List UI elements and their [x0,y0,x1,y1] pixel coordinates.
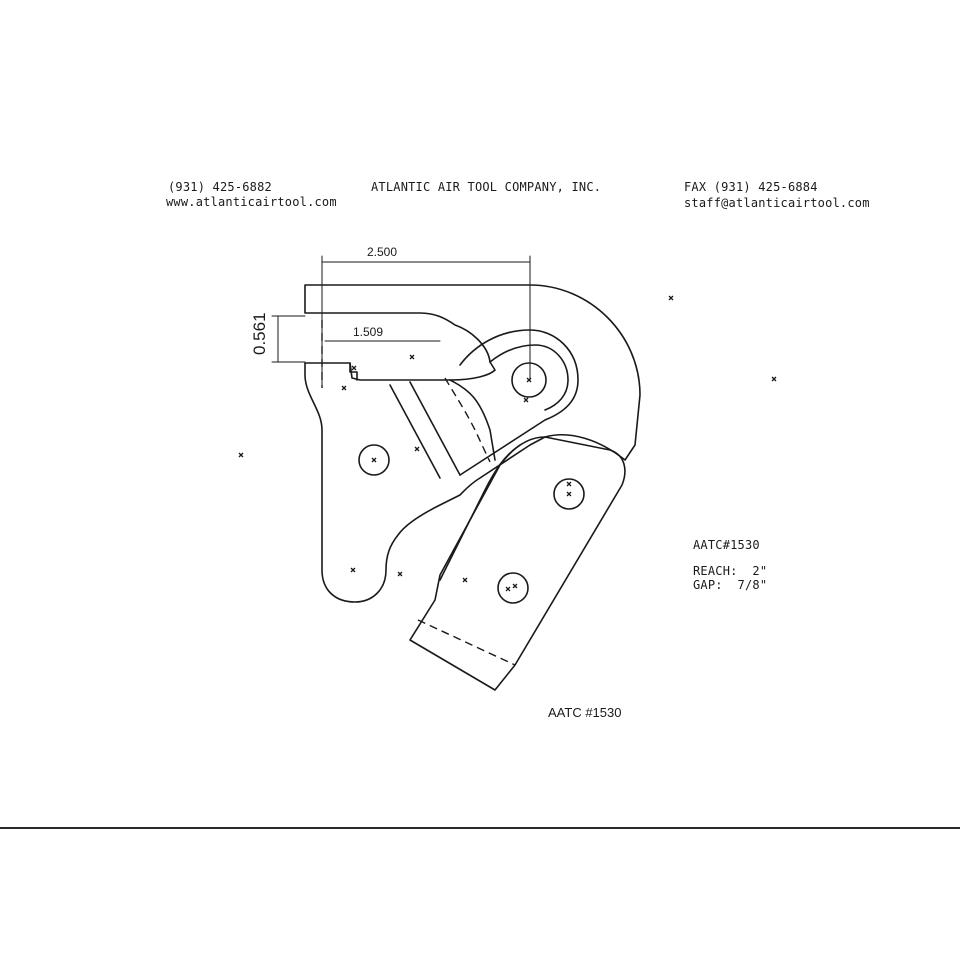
reach-spec: REACH: 2" [693,564,768,578]
marker [350,567,356,573]
company-name: ATLANTIC AIR TOOL COMPANY, INC. [371,180,602,194]
marker [409,354,415,360]
marker [512,583,518,589]
marker [526,377,532,383]
marker [371,457,377,463]
marker [351,365,357,371]
part-number: AATC#1530 [693,538,760,552]
dim-overall-line [321,255,531,386]
channel-inner [409,381,461,476]
dimension-inner-width: 1.509 [353,325,384,339]
fax-number: FAX (931) 425-6884 [684,180,818,194]
gap-spec: GAP: 7/8" [693,578,768,592]
marker [566,481,572,487]
lower-jaw-hole-bottom [497,572,529,604]
marker [238,452,244,458]
marker [397,571,403,577]
pivot-hole [511,362,547,398]
pivot-arm [459,329,579,476]
marker [505,586,511,592]
jaw-body-outline [304,284,641,603]
pivot-arm-inner [489,344,569,411]
page-divider [0,827,960,829]
dim-height-line [271,315,306,363]
left-hole [358,444,390,476]
marker [462,577,468,583]
jaw-notch [349,362,358,381]
dimension-overall-width: 2.500 [367,245,398,259]
marker [566,491,572,497]
marker [523,397,529,403]
channel-right [449,379,496,461]
point-markers [238,295,777,592]
dimension-opening-height: 0.561 [250,312,269,355]
lower-jaw-inner [439,444,521,581]
phone-number: (931) 425-6882 [168,180,272,194]
channel-outer [389,384,441,479]
dashed-channel [444,377,491,463]
website: www.atlanticairtool.com [166,195,337,209]
email-address: staff@atlanticairtool.com [684,196,870,210]
marker [341,385,347,391]
marker [771,376,777,382]
marker [668,295,674,301]
lower-jaw-hole-top [553,478,585,510]
lower-jaw-outline [409,436,626,691]
dashed-tip [417,619,516,666]
marker [414,446,420,452]
footer-part-label: AATC #1530 [548,705,622,720]
